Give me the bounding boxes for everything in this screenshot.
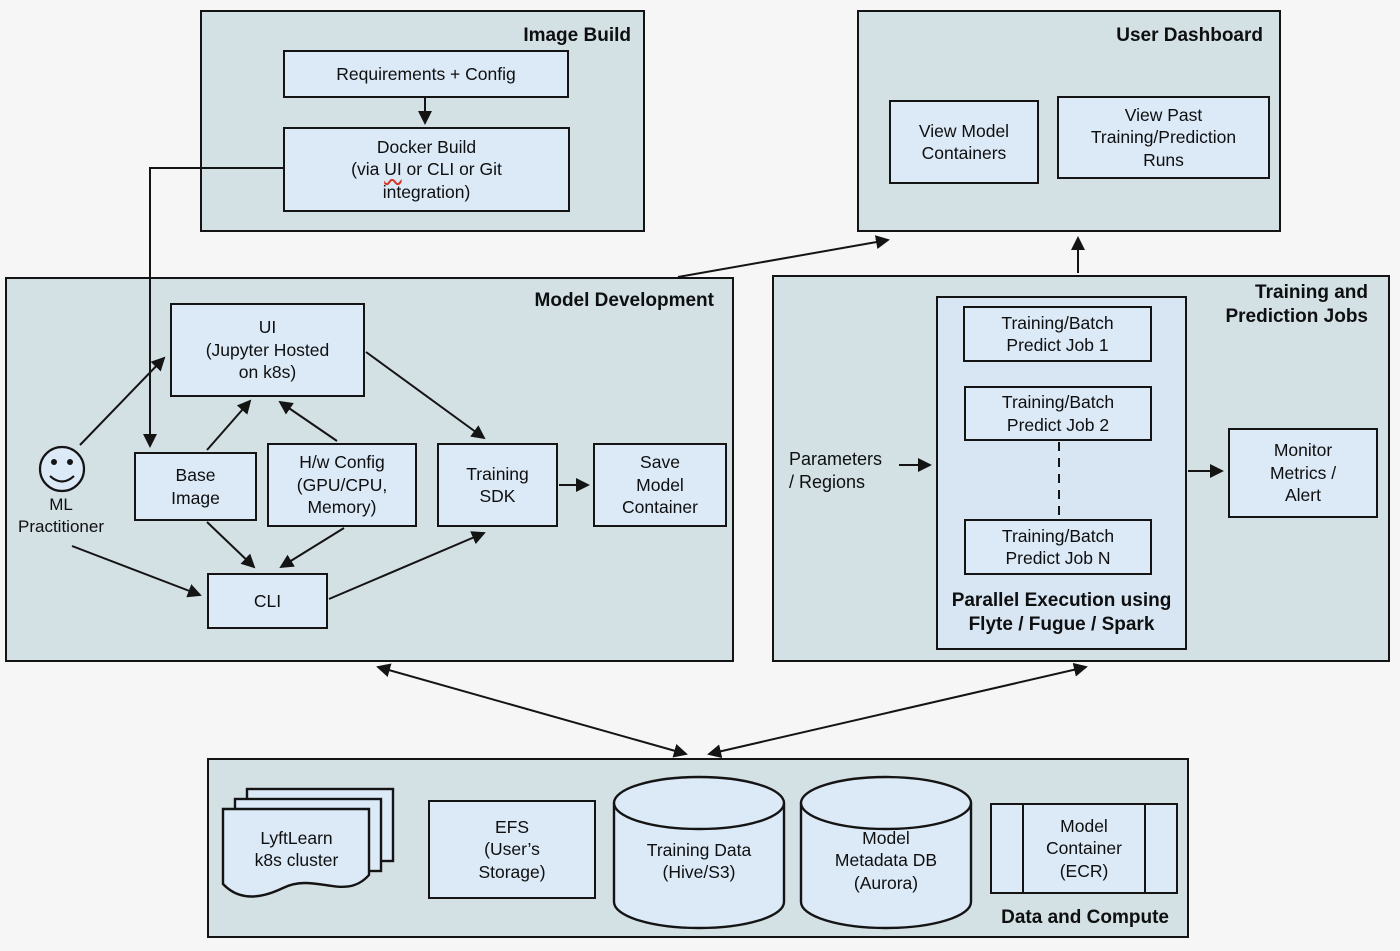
node-base-image: Base Image (134, 452, 257, 521)
docker-build-line1: Docker Build (376, 136, 477, 157)
arrow-modeldev-data-bidirectional (376, 663, 688, 758)
label-ml-practitioner: ML Practitioner (18, 495, 104, 536)
arrow-trainingjobs-data-bidirectional (707, 662, 1088, 759)
node-requirements-config: Requirements + Config (283, 50, 569, 98)
node-job-2: Training/Batch Predict Job 2 (964, 386, 1152, 441)
node-save-model-container: Save Model Container (593, 443, 727, 527)
panel-title-image-build: Image Build (523, 25, 631, 46)
arrow-modeldev-to-dashboard (677, 235, 890, 278)
node-monitor-metrics: Monitor Metrics / Alert (1228, 428, 1378, 518)
label-parameters-regions: Parameters / Regions (789, 449, 883, 493)
node-job-1: Training/Batch Predict Job 1 (963, 306, 1152, 362)
spellcheck-underline: UI (384, 159, 402, 180)
node-job-n: Training/Batch Predict Job N (964, 519, 1152, 575)
node-view-model-containers: View Model Containers (889, 100, 1039, 184)
ecr-label: Model Container (ECR) (1046, 815, 1122, 881)
node-docker-build: Docker Build (via UI or CLI or Git integ… (283, 127, 570, 212)
node-training-sdk: Training SDK (437, 443, 558, 527)
label-metadata-db: Model Metadata DB (Aurora) (834, 828, 938, 893)
node-ui-jupyter: UI (Jupyter Hosted on k8s) (170, 303, 365, 397)
docker-build-line3: integration) (382, 181, 471, 202)
node-cli: CLI (207, 573, 328, 629)
panel-title-training-jobs: Training and Prediction Jobs (1225, 282, 1368, 327)
ecr-left-bar (1022, 805, 1024, 892)
node-efs-storage: EFS (User’s Storage) (428, 800, 596, 899)
panel-title-user-dashboard: User Dashboard (1116, 25, 1263, 46)
node-view-past-runs: View Past Training/Prediction Runs (1057, 96, 1270, 179)
ecr-right-bar (1144, 805, 1146, 892)
panel-title-model-development: Model Development (534, 290, 714, 311)
label-training-data: Training Data (Hive/S3) (646, 840, 752, 883)
label-parallel-execution: Parallel Execution using Flyte / Fugue /… (951, 590, 1172, 636)
panel-title-data-compute: Data and Compute (1001, 907, 1169, 929)
docker-build-line2: (via UI or CLI or Git (351, 159, 502, 180)
label-lyftlearn-cluster: LyftLearn k8s cluster (254, 828, 339, 871)
node-hw-config: H/w Config (GPU/CPU, Memory) (267, 443, 417, 527)
node-model-container-ecr: Model Container (ECR) (990, 803, 1178, 894)
